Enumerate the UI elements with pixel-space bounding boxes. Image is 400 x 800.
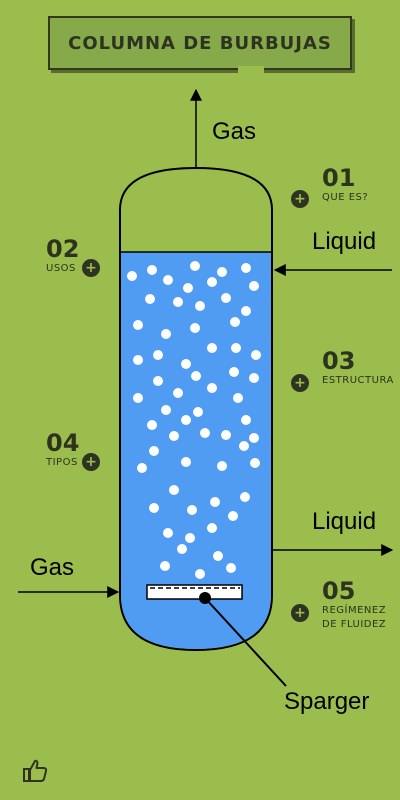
menu-label: USOS xyxy=(46,263,76,274)
menu-label: TIPOS xyxy=(46,457,78,468)
sparger-label: Sparger xyxy=(284,688,370,715)
menu-label: REGÍMENEZ DE FLUIDEZ xyxy=(322,605,387,630)
thumbs-up-icon[interactable] xyxy=(22,758,48,784)
liquid-inlet-label: Liquid xyxy=(312,228,377,255)
title-banner: COLUMNA DE BURBUJAS xyxy=(48,16,352,76)
menu-item-regimenez[interactable]: 05 REGÍMENEZ DE FLUIDEZ xyxy=(322,578,398,632)
gas-inlet-label: Gas xyxy=(30,554,75,581)
menu-item-que-es[interactable]: 01 QUE ES? xyxy=(322,165,368,205)
menu-number: 01 xyxy=(322,164,356,192)
menu-item-usos[interactable]: 02 USOS xyxy=(46,236,79,276)
page-title: COLUMNA DE BURBUJAS xyxy=(68,32,332,54)
menu-number: 03 xyxy=(322,347,356,375)
banner-notch xyxy=(238,66,264,76)
menu-item-tipos[interactable]: 04 TIPOS xyxy=(46,430,79,470)
sparger-plate xyxy=(146,584,243,600)
plus-icon[interactable]: + xyxy=(291,190,309,208)
menu-label: QUE ES? xyxy=(322,192,369,203)
plus-icon[interactable]: + xyxy=(82,453,100,471)
menu-number: 05 xyxy=(322,577,356,605)
menu-number: 02 xyxy=(46,235,80,263)
plus-icon[interactable]: + xyxy=(82,259,100,277)
plus-icon[interactable]: + xyxy=(291,374,309,392)
menu-item-estructura[interactable]: 03 ESTRUCTURA xyxy=(322,348,394,388)
plus-icon[interactable]: + xyxy=(291,604,309,622)
menu-label: ESTRUCTURA xyxy=(322,375,394,386)
sparger-leader xyxy=(204,597,287,687)
gas-outlet-label: Gas xyxy=(212,118,257,145)
menu-number: 04 xyxy=(46,429,80,457)
liquid-outlet-label: Liquid xyxy=(312,508,377,535)
bubbles xyxy=(127,261,261,579)
